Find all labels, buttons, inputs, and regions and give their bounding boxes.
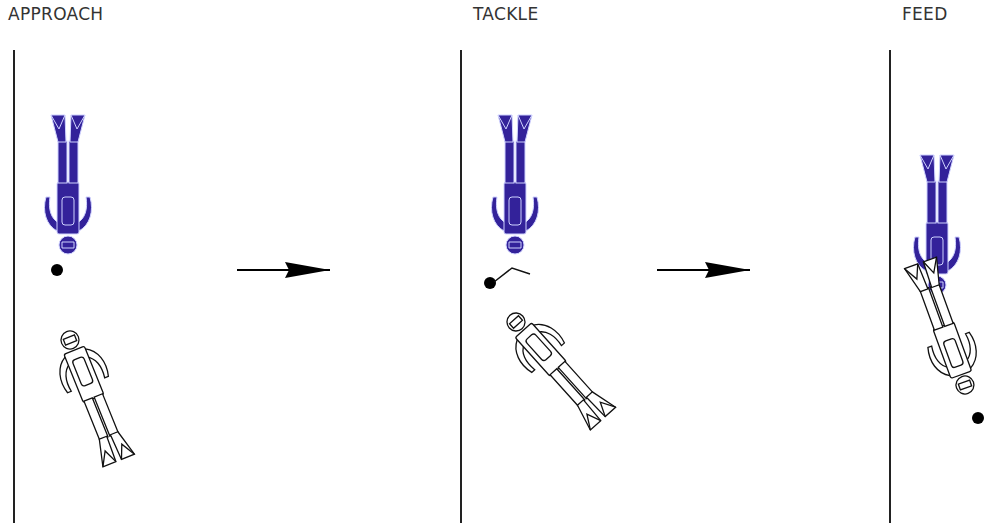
white-diver bbox=[45, 323, 141, 469]
blue-diver bbox=[491, 115, 538, 254]
blue-diver bbox=[44, 115, 91, 254]
stage-title: APPROACH bbox=[8, 4, 103, 24]
food-ball bbox=[484, 277, 496, 289]
food-ball bbox=[51, 264, 63, 276]
stage-panel: APPROACH bbox=[0, 0, 237, 523]
stage-arrow bbox=[237, 269, 330, 271]
stage-title: TACKLE bbox=[473, 4, 538, 24]
stage-title: FEED bbox=[902, 4, 948, 24]
stage-arrow bbox=[657, 269, 750, 271]
white-diver bbox=[898, 255, 988, 402]
stage-panel: FEED bbox=[750, 0, 988, 523]
diver-arm bbox=[494, 268, 530, 282]
food-ball bbox=[972, 412, 984, 424]
panel-divider bbox=[13, 50, 15, 523]
white-diver bbox=[493, 300, 621, 435]
panel-divider bbox=[889, 50, 891, 523]
panel-divider bbox=[460, 50, 462, 523]
stage-panel: TACKLE bbox=[330, 0, 657, 523]
